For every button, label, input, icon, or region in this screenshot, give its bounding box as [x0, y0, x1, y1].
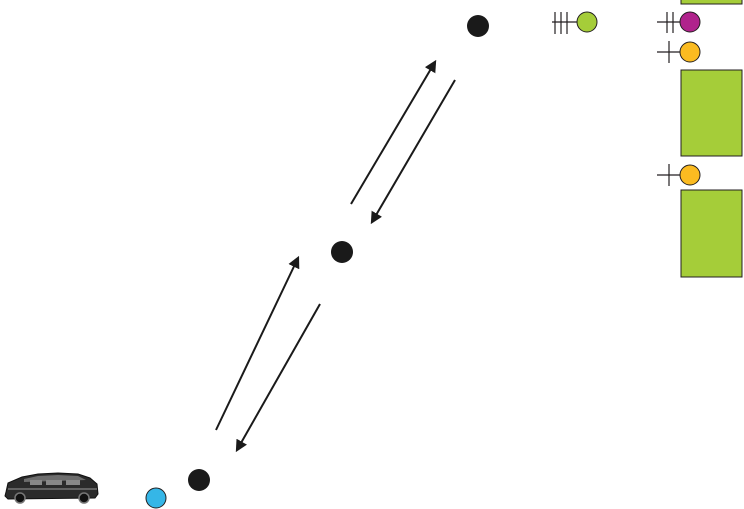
marker-green-three-bar	[552, 12, 597, 34]
marker-blue	[146, 488, 166, 508]
marker-orange-one-bar-lower	[657, 164, 700, 186]
arrow-upper-up	[351, 62, 435, 204]
marker-magenta-one-bar	[657, 12, 700, 33]
marker-orange-one-bar-upper	[657, 41, 700, 63]
node-bottom	[188, 469, 210, 491]
node-middle	[331, 241, 353, 263]
node-top	[467, 15, 489, 37]
limousine-icon	[5, 473, 98, 503]
green-block-top	[681, 0, 742, 4]
arrow-lower-up	[216, 258, 298, 430]
green-block-middle	[681, 70, 742, 156]
arrow-lower-down	[237, 304, 320, 450]
green-block-bottom	[681, 190, 742, 277]
arrow-upper-down	[372, 80, 455, 222]
